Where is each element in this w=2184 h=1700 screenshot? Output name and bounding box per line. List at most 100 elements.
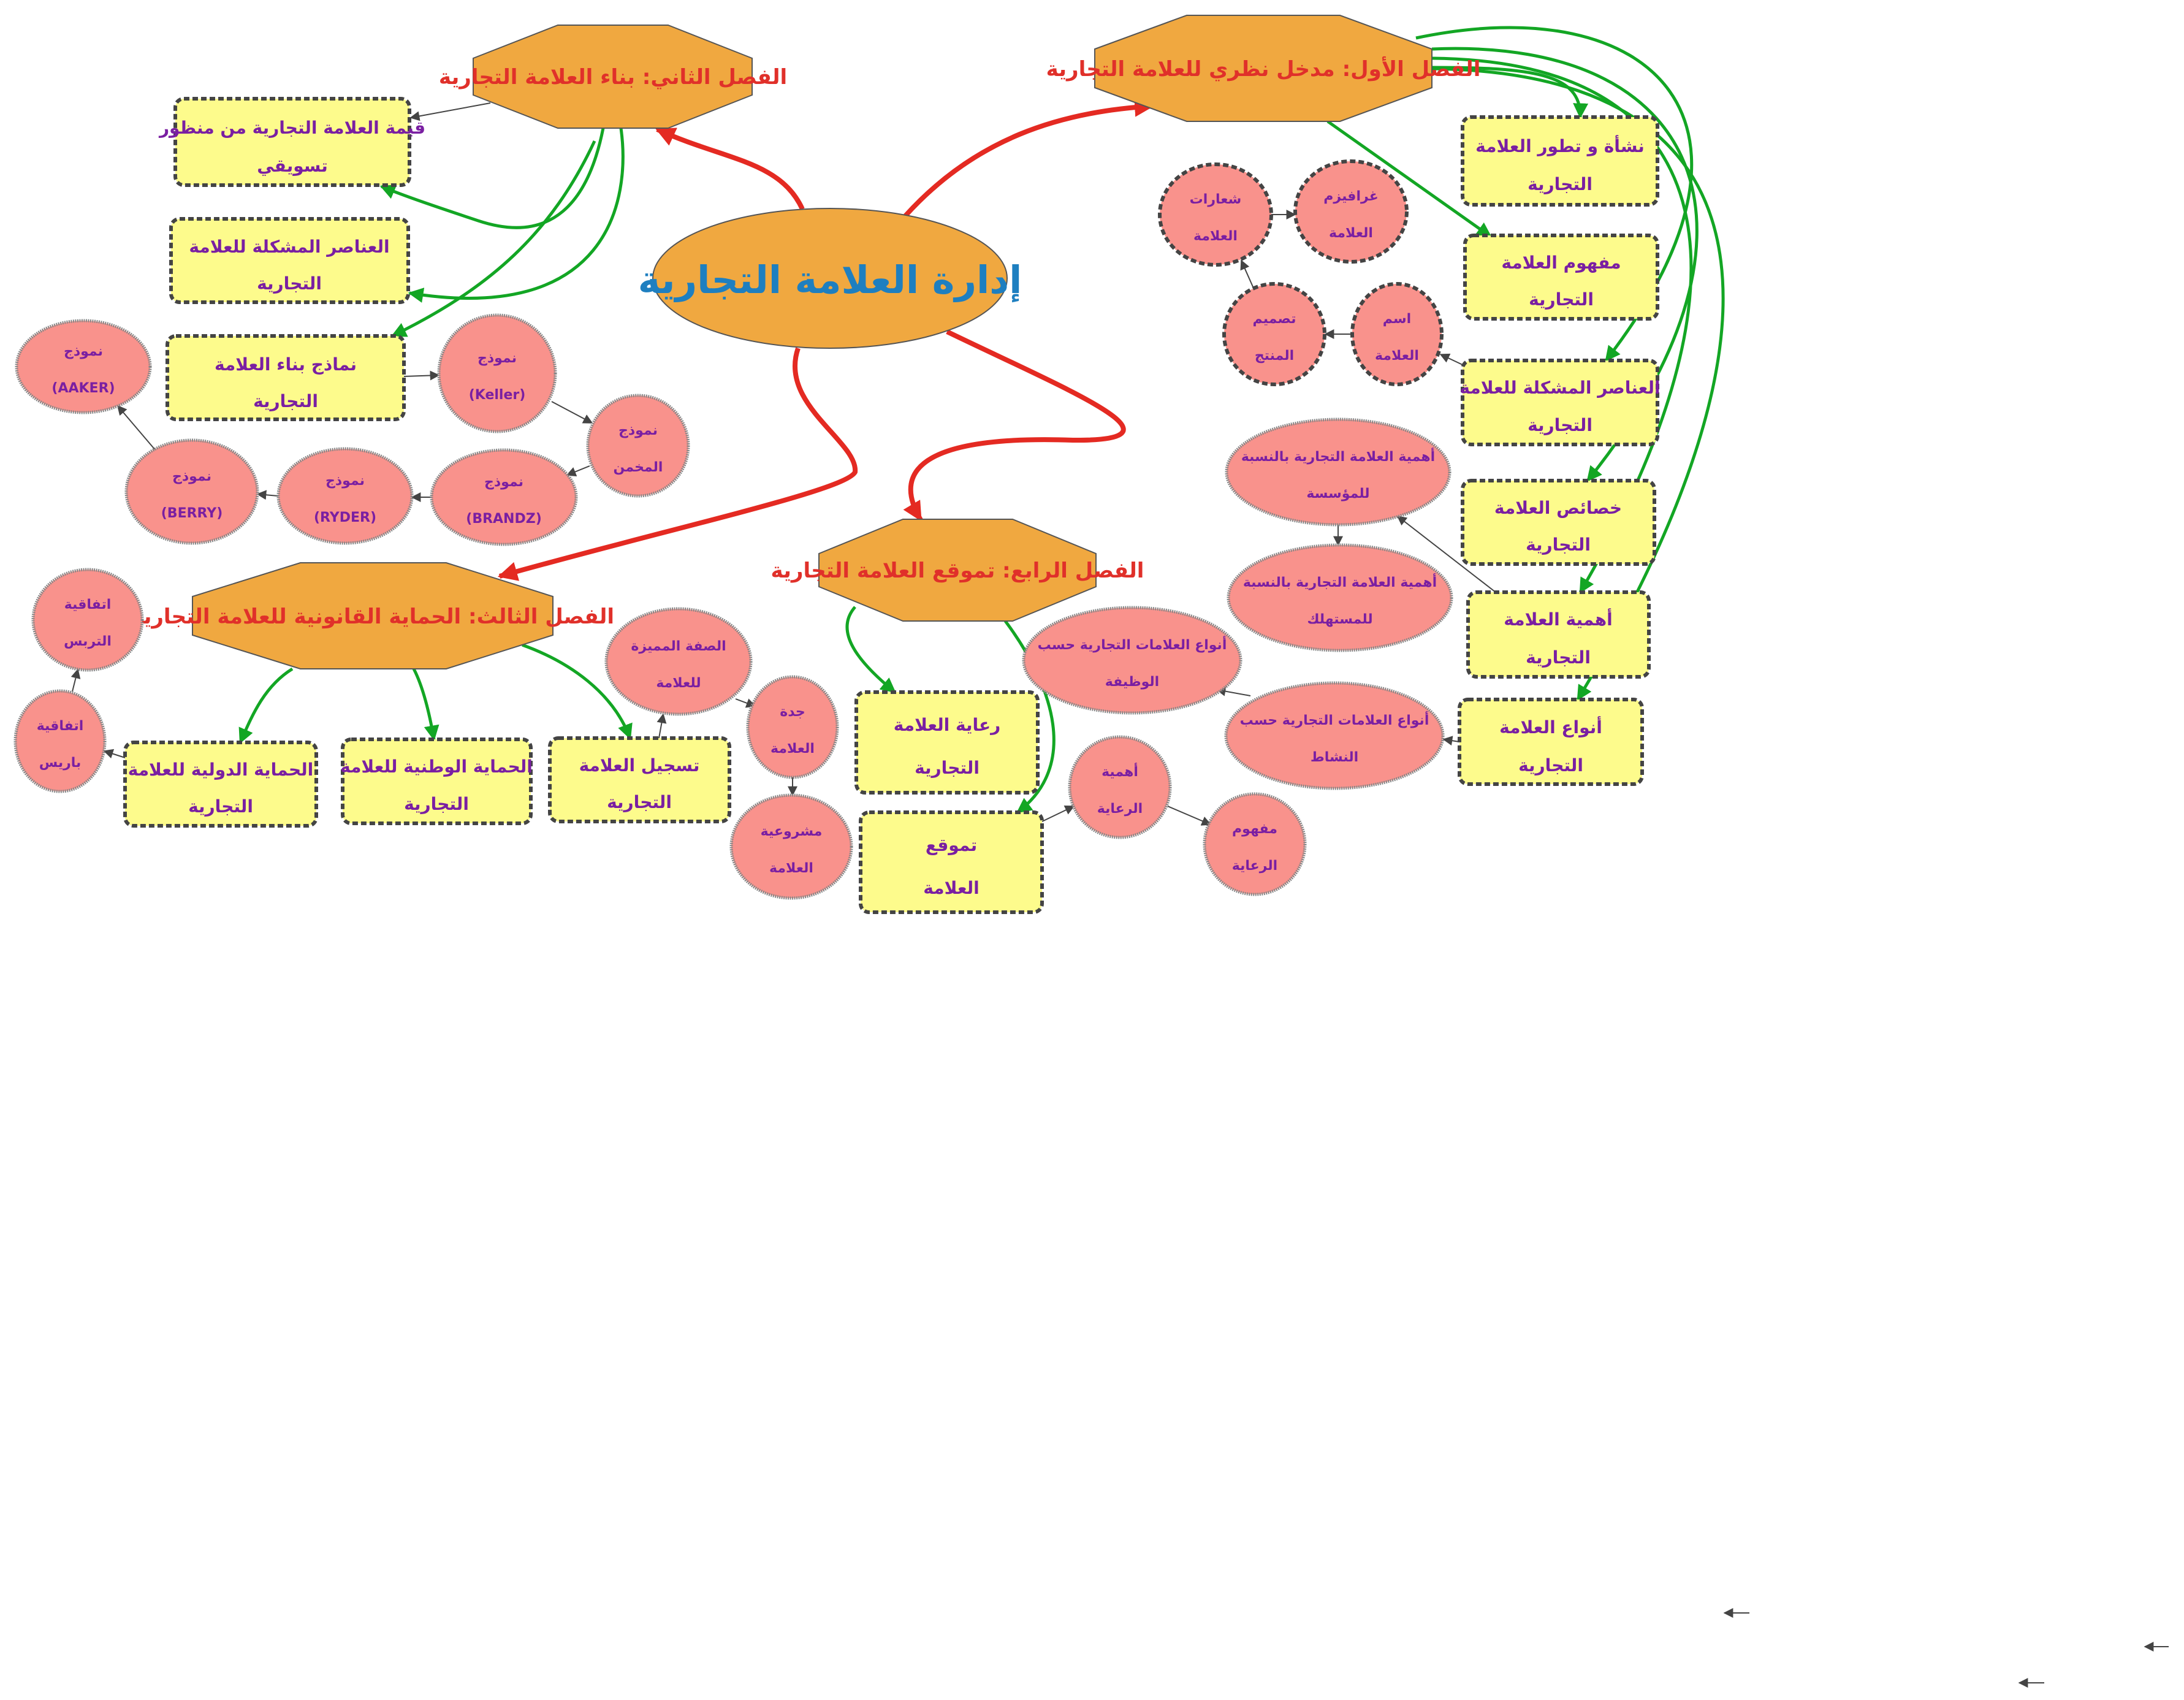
node-shape	[13, 689, 107, 793]
node-label: أنواع العلامات التجارية حسب	[1240, 711, 1429, 728]
node-label: العلامة	[1375, 348, 1419, 364]
node-label: مشروعية	[761, 824, 823, 839]
node-label: العلامة	[769, 861, 813, 876]
box-label: رعاية العلامة	[894, 715, 1001, 735]
node-label: نموذج	[172, 469, 211, 484]
node-label: أهمية العلامة التجارية بالنسبة	[1243, 573, 1437, 590]
node-shape	[1350, 282, 1444, 386]
box-registration[interactable]: تسجيل العلامة التجارية	[548, 736, 731, 823]
center-topic[interactable]: إدارة العلامة التجارية	[638, 208, 1022, 349]
node-product-design[interactable]: تصميم المنتج	[1222, 282, 1326, 386]
box-elements-right[interactable]: العناصر المشكلة للعلامة التجارية	[1459, 359, 1661, 446]
node-label: (AAKER)	[51, 381, 115, 396]
node-aaker[interactable]: نموذج(AAKER)	[15, 319, 152, 414]
node-label: الوظيفة	[1105, 674, 1159, 690]
arrow	[1167, 806, 1212, 826]
chapter-1[interactable]: الفصل الأول: مدخل نظري للعلامة التجارية	[1046, 15, 1481, 122]
box-sponsorship[interactable]: رعاية العلامة التجارية	[854, 690, 1040, 795]
node-shape	[430, 448, 578, 546]
box-label: التجارية	[188, 796, 253, 817]
box-label: العلامة	[923, 878, 980, 898]
chapter-3[interactable]: الفصل الثالث: الحماية القانونية للعلامة …	[131, 562, 614, 669]
box-national-protection[interactable]: الحماية الوطنية للعلامة التجارية	[340, 738, 533, 825]
box-label: التجارية	[1528, 415, 1592, 435]
box-value[interactable]: قيمة العلامة التجارية من منظور تسويقي	[158, 97, 425, 187]
node-ryder[interactable]: نموذج(RYDER)	[276, 447, 414, 545]
box-label: العناصر المشكلة للعلامة	[189, 237, 389, 257]
box-label: تموقع	[926, 835, 977, 855]
chapter-2[interactable]: الفصل الثاني: بناء العلامة التجارية	[439, 25, 787, 129]
node-legitimacy[interactable]: مشروعية العلامة	[729, 793, 853, 900]
box-label: التجارية	[1518, 755, 1583, 776]
node-brandz[interactable]: نموذج(BRANDZ)	[430, 448, 578, 546]
box-elements-left[interactable]: العناصر المشكلة للعلامة التجارية	[169, 217, 410, 304]
box-models[interactable]: نماذج بناء العلامة التجارية	[166, 334, 406, 421]
arrow	[116, 405, 157, 452]
box-origin[interactable]: نشأة و تطور العلامة التجارية	[1461, 115, 1659, 207]
node-label: الرعاية	[1232, 858, 1277, 874]
node-label: للمستهلك	[1307, 612, 1372, 627]
node-label: تصميم	[1253, 311, 1296, 327]
link-ch2-models	[390, 140, 596, 338]
link-ch1-elements	[1415, 26, 1694, 362]
node-shape	[15, 319, 152, 414]
node-label: (BERRY)	[161, 506, 223, 521]
link-ch3-intl	[238, 667, 294, 744]
box-concept[interactable]: مفهوم العلامة التجارية	[1463, 234, 1659, 321]
link-ch4-sponsorship	[845, 606, 896, 693]
node-shape	[729, 793, 853, 900]
node-label: الصفة المميزة	[631, 639, 726, 654]
box-importance[interactable]: أهمية العلامة التجارية	[1466, 590, 1651, 679]
node-label: باريس	[39, 755, 82, 771]
node-label: المنتج	[1255, 348, 1294, 364]
link-ch3-national	[412, 668, 439, 741]
box-label: التجارية	[1528, 174, 1592, 194]
node-label: نموذج	[618, 423, 658, 438]
link-center-ch4	[903, 329, 1126, 522]
link-center-ch2	[655, 127, 805, 210]
box-label: نماذج بناء العلامة	[215, 354, 357, 375]
node-label: اتفاقية	[64, 597, 112, 612]
box-label: أهمية العلامة	[1504, 608, 1612, 630]
chapter-4[interactable]: الفصل الرابع: تموقع العلامة التجارية	[771, 519, 1144, 622]
node-label: نموذج	[478, 351, 517, 366]
center-title: إدارة العلامة التجارية	[638, 257, 1022, 302]
node-berry[interactable]: نموذج (BERRY)	[124, 438, 259, 545]
chapter-3-label: الفصل الثالث: الحماية القانونية للعلامة …	[131, 604, 614, 629]
node-label: المخمن	[614, 460, 663, 475]
node-mukhamman[interactable]: نموذج المخمن	[586, 394, 690, 498]
arrow	[551, 401, 593, 424]
detail-nodes: نموذج(AAKER)نموذج(Keller)نموذجالمخمننموذ…	[13, 159, 1453, 900]
node-brand-name[interactable]: اسم العلامة	[1350, 282, 1444, 386]
box-label: التجارية	[607, 792, 672, 812]
arrow	[409, 102, 491, 121]
node-keller[interactable]: نموذج(Keller)	[437, 313, 557, 433]
arrow	[256, 490, 279, 500]
box-label: التجارية	[915, 758, 980, 778]
box-intl-protection[interactable]: الحماية الدولية للعلامة التجارية	[123, 741, 318, 828]
box-features[interactable]: خصائص العلامة التجارية	[1461, 479, 1656, 566]
chapter-4-label: الفصل الرابع: تموقع العلامة التجارية	[771, 558, 1144, 583]
node-shape	[1224, 681, 1445, 790]
node-label: أهمية	[1102, 762, 1138, 780]
arrow	[103, 749, 126, 759]
node-label: اسم	[1383, 311, 1411, 327]
node-for-consumer[interactable]: أهمية العلامة التجارية بالنسبة للمستهلك	[1227, 543, 1453, 652]
node-shape	[1225, 417, 1452, 527]
node-shape	[1293, 159, 1409, 264]
link-ch2-elements	[408, 128, 625, 303]
box-positioning[interactable]: تموقع العلامة	[859, 810, 1044, 914]
box-types[interactable]: أنواع العلامة التجارية	[1458, 698, 1644, 786]
